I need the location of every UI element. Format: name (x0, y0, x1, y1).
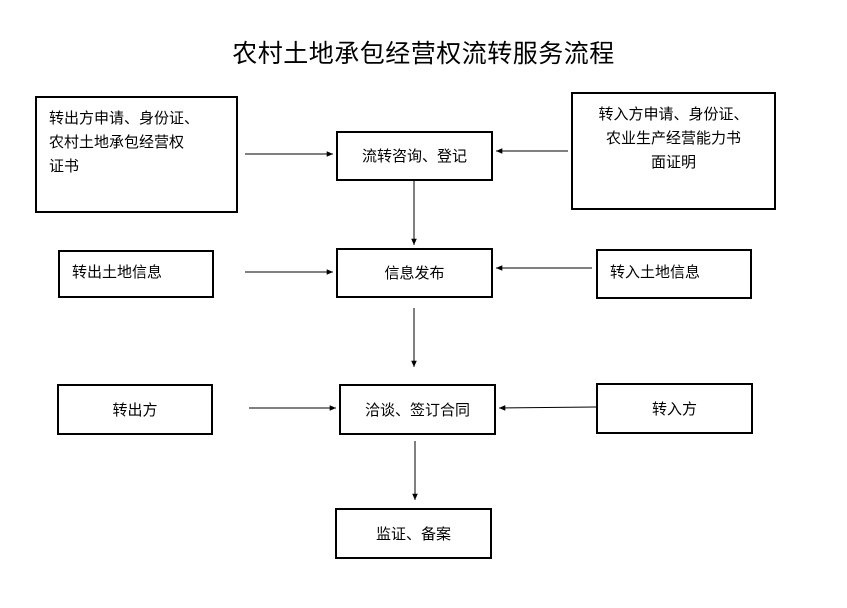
transferor-box: 转出方 (57, 384, 213, 435)
verify-file-label: 监证、备案 (375, 524, 451, 543)
transferee-application-line-1: 转入方申请、身份证、 (598, 105, 749, 123)
transferee-label: 转入方 (651, 399, 697, 418)
negotiate-sign-label: 洽谈、签订合同 (364, 400, 470, 419)
info-publish-label: 信息发布 (384, 264, 445, 282)
transferor-application-box: 转出方申请、身份证、 农村土地承包经营权 证书 (35, 96, 238, 213)
arrow-transferee-to-negotiate (498, 405, 597, 411)
transferee-application-line-2: 农业生产经营能力书 (605, 129, 741, 147)
transferor-label: 转出方 (112, 400, 158, 419)
transferor-land-info-box: 转出土地信息 (58, 250, 214, 298)
transferee-application-box: 转入方申请、身份证、 农业生产经营能力书 面证明 (571, 92, 776, 210)
consult-register-box: 流转咨询、登记 (336, 131, 493, 181)
transferee-land-info-label: 转入土地信息 (610, 263, 701, 281)
negotiate-sign-box: 洽谈、签订合同 (339, 384, 496, 435)
transferor-application-line-1: 转出方申请、身份证、 (49, 109, 200, 127)
transferee-box: 转入方 (596, 383, 753, 434)
transferee-land-info-box: 转入土地信息 (596, 249, 752, 299)
info-publish-box: 信息发布 (336, 248, 493, 298)
consult-register-label: 流转咨询、登记 (361, 147, 467, 165)
verify-file-box: 监证、备案 (335, 508, 492, 559)
transferor-land-info-label: 转出土地信息 (72, 263, 163, 281)
page-title: 农村土地承包经营权流转服务流程 (232, 39, 615, 68)
transferor-application-line-2: 农村土地承包经营权 (49, 133, 185, 151)
transferee-application-line-3: 面证明 (650, 153, 696, 171)
transferor-application-line-3: 证书 (49, 157, 80, 175)
